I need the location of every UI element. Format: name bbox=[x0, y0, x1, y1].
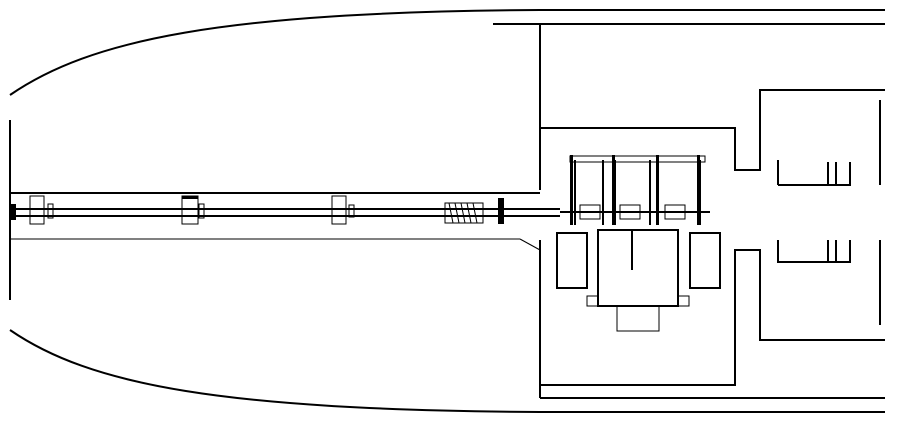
boilers bbox=[556, 229, 721, 332]
thrust-block bbox=[444, 198, 504, 224]
shaft-tunnel bbox=[9, 24, 541, 398]
shaft-bearings bbox=[29, 195, 355, 225]
hull-outline bbox=[9, 9, 885, 413]
propeller-shaft bbox=[10, 204, 560, 220]
aft-compartments bbox=[777, 100, 881, 325]
engine-room-bulkheads bbox=[540, 89, 885, 386]
engine bbox=[560, 155, 710, 225]
